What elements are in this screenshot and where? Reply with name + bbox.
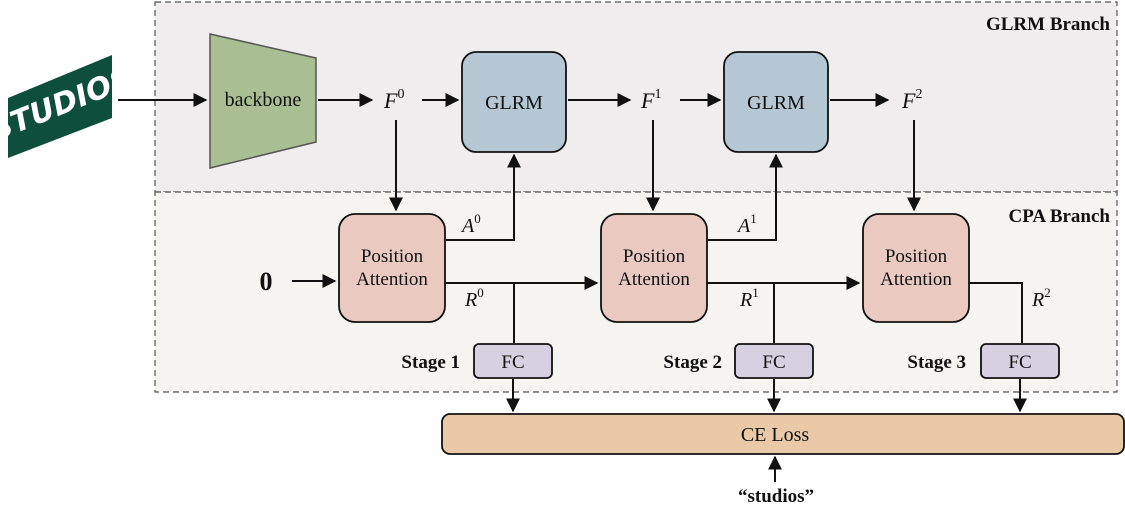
f1-label: F1 xyxy=(640,87,661,113)
ce-loss-label: CE Loss xyxy=(741,424,810,446)
glrm-branch-label: GLRM Branch xyxy=(986,14,1110,35)
f0-label: F0 xyxy=(383,87,404,113)
fc-block-1-label: FC xyxy=(501,352,524,373)
backbone-label: backbone xyxy=(225,89,302,111)
position-attention-block-1 xyxy=(338,213,446,323)
a0-label: A0 xyxy=(460,211,481,237)
glrm-block-1-label: GLRM xyxy=(485,92,543,114)
fc-block-1 xyxy=(473,343,553,379)
fc-block-2 xyxy=(734,343,814,379)
line-r2-to-fc3 xyxy=(969,282,1023,343)
position-attention-block-2 xyxy=(600,213,708,323)
stage-3-label: Stage 3 xyxy=(907,352,966,373)
zero-input: 0 xyxy=(260,267,273,296)
stage-1-label: Stage 1 xyxy=(401,352,460,373)
r0-label: R0 xyxy=(464,285,484,311)
glrm-block-2-label: GLRM xyxy=(747,92,805,114)
arrow-a1-to-glrm2 xyxy=(707,153,783,241)
input-word-image: STUDIOS xyxy=(0,55,137,158)
fc-block-2-label: FC xyxy=(762,352,785,373)
stage-2-label: Stage 2 xyxy=(663,352,722,373)
ce-loss-block xyxy=(441,413,1125,455)
f2-label: F2 xyxy=(901,87,922,113)
cpa-branch-label: CPA Branch xyxy=(1008,206,1110,227)
fc-block-3 xyxy=(980,343,1060,379)
glrm-block-2 xyxy=(723,51,829,153)
r1-label: R1 xyxy=(739,285,759,311)
position-attention-block-3 xyxy=(862,213,970,323)
a1-label: A1 xyxy=(736,211,757,237)
glrm-block-1 xyxy=(461,51,567,153)
backbone-block xyxy=(209,33,317,169)
ground-truth-label: “studios” xyxy=(738,486,814,507)
fc-block-3-label: FC xyxy=(1008,352,1031,373)
r2-label: R2 xyxy=(1031,285,1051,311)
arrow-a0-to-glrm1 xyxy=(445,153,521,241)
